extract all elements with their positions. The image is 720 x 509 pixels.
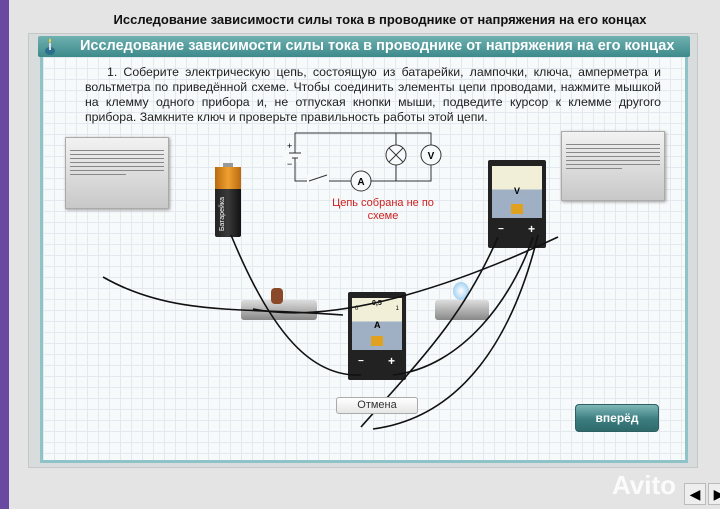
wire[interactable] xyxy=(392,236,534,376)
lamp[interactable] xyxy=(435,282,489,320)
switch-handle[interactable] xyxy=(271,288,283,304)
voltmeter-unit: V xyxy=(514,186,521,196)
wire[interactable] xyxy=(252,236,559,314)
voltmeter-plus-terminal[interactable]: + xyxy=(528,222,536,236)
left-edge-bar xyxy=(0,0,9,509)
ammeter-scale-min: 0 xyxy=(355,306,359,312)
voltmeter[interactable]: V − + xyxy=(488,160,546,248)
switch[interactable] xyxy=(241,288,317,320)
back-nav-icon[interactable]: ◀ xyxy=(684,483,706,505)
schematic-a: A xyxy=(357,177,364,188)
plus-sign: + xyxy=(287,141,292,151)
voltmeter-minus-terminal[interactable]: − xyxy=(498,224,504,235)
minus-sign: − xyxy=(287,159,292,169)
forward-nav-icon[interactable]: ▶ xyxy=(708,483,720,505)
ammeter-unit: A xyxy=(374,320,381,330)
forward-button[interactable]: вперёд xyxy=(575,404,659,432)
battery[interactable]: Батарейка xyxy=(215,163,241,237)
page-title: Исследование зависимости силы тока в про… xyxy=(113,12,647,27)
ammeter-minus-terminal[interactable]: − xyxy=(358,356,364,367)
schematic-ammeter xyxy=(350,170,372,192)
wire[interactable] xyxy=(372,234,539,430)
status-message: Цепь собрана не по схеме xyxy=(332,197,434,222)
schematic-voltmeter xyxy=(420,144,442,166)
candle-icon xyxy=(45,38,55,55)
schematic-v: V xyxy=(428,151,435,162)
voltmeter-knob xyxy=(511,204,523,214)
wire[interactable] xyxy=(102,276,344,316)
ammeter-plus-terminal[interactable]: + xyxy=(388,354,396,368)
wire[interactable] xyxy=(230,234,362,376)
bulb-icon xyxy=(453,282,469,300)
reference-card-right[interactable] xyxy=(561,131,665,201)
reference-card-left[interactable] xyxy=(65,137,169,209)
header-title: Исследование зависимости силы тока в про… xyxy=(80,38,675,54)
lesson-header: Исследование зависимости силы тока в про… xyxy=(38,36,690,57)
ammeter-scale-mid: 0,5 xyxy=(372,300,382,307)
ammeter-scale-max: 1 xyxy=(395,306,399,312)
workspace: 1. Соберите электрическую цепь, состоящу… xyxy=(40,57,688,463)
instruction-text: 1. Соберите электрическую цепь, состоящу… xyxy=(85,65,661,124)
circuit-schematic: + − A V xyxy=(283,132,442,192)
cancel-button[interactable]: Отмена xyxy=(336,397,418,414)
avito-watermark: Avito xyxy=(612,470,677,500)
ammeter-knob xyxy=(371,336,383,346)
